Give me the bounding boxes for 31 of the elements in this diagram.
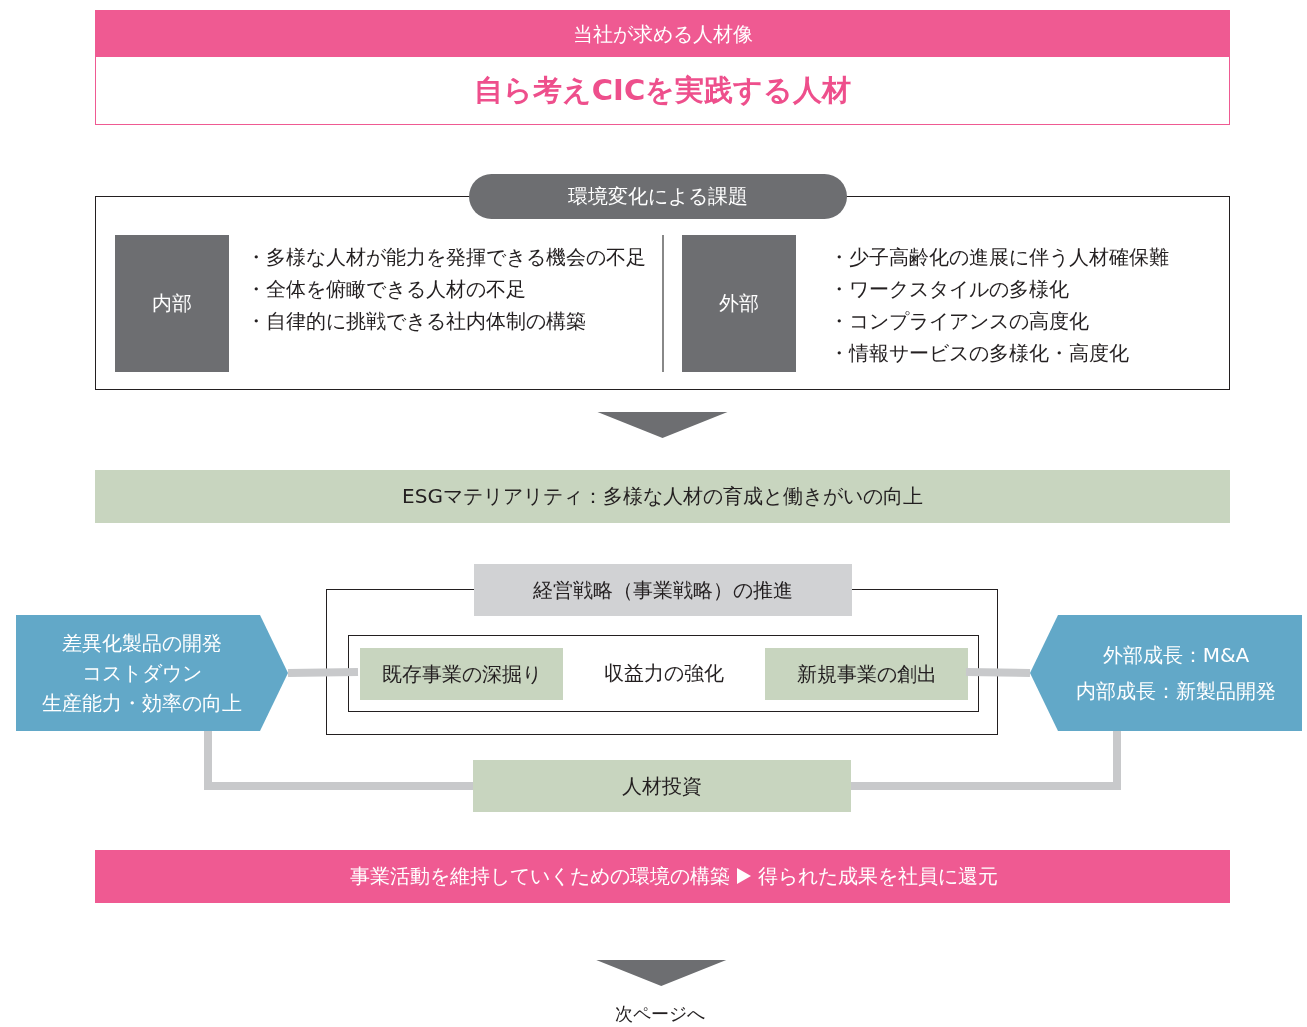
box-label: 差異化製品の開発: [62, 630, 222, 657]
bullet-item: ・自律的に挑戦できる社内体制の構築: [246, 308, 587, 335]
heading-pill: 環境変化による課題: [469, 174, 847, 219]
header-band: 当社が求める人材像: [96, 11, 1229, 57]
pentagon-box: [16, 615, 288, 731]
banner-band: ESGマテリアリティ：多様な人材の育成と働きがいの向上: [95, 470, 1230, 523]
card-frame: [95, 10, 1230, 125]
box-label: 生産能力・効率の向上: [42, 690, 242, 717]
box-label: コストダウン: [82, 660, 202, 687]
banner-text: 得られた成果を社員に還元: [758, 860, 1078, 892]
caption-text: 次ページへ: [560, 1000, 760, 1027]
inner-frame: [348, 635, 979, 712]
box-label: 内部成長：新製品開発: [1076, 678, 1276, 705]
bullet-item: ・情報サービスの多様化・高度化: [829, 340, 1130, 367]
bullet-item: ・全体を俯瞰できる人材の不足: [246, 276, 527, 303]
bullet-item: ・ワークスタイルの多様化: [829, 276, 1070, 303]
process-box: 新規事業の創出: [765, 648, 968, 700]
category-box: 内部: [115, 235, 229, 372]
box-label: 外部成長：M&A: [1102, 642, 1250, 669]
bullet-item: ・コンプライアンスの高度化: [829, 308, 1090, 335]
process-box: 既存事業の深掘り: [360, 648, 563, 700]
process-box: 人材投資: [473, 760, 851, 812]
banner-band: [95, 850, 1230, 903]
pentagon-box: [1030, 615, 1302, 731]
heading-tab: 経営戦略（事業戦略）の推進: [474, 564, 852, 616]
bullet-item: ・多様な人材が能力を発揮できる機会の不足: [246, 244, 646, 271]
banner-text: 事業活動を維持していくための環境の構築: [255, 860, 730, 892]
body-text: 収益力の強化: [603, 660, 724, 687]
bullet-item: ・少子高齢化の進展に伴う人材確保難: [829, 244, 1170, 271]
headline-text: 自ら考えCICを実践する人材: [473, 72, 852, 109]
category-box: 外部: [682, 235, 796, 372]
